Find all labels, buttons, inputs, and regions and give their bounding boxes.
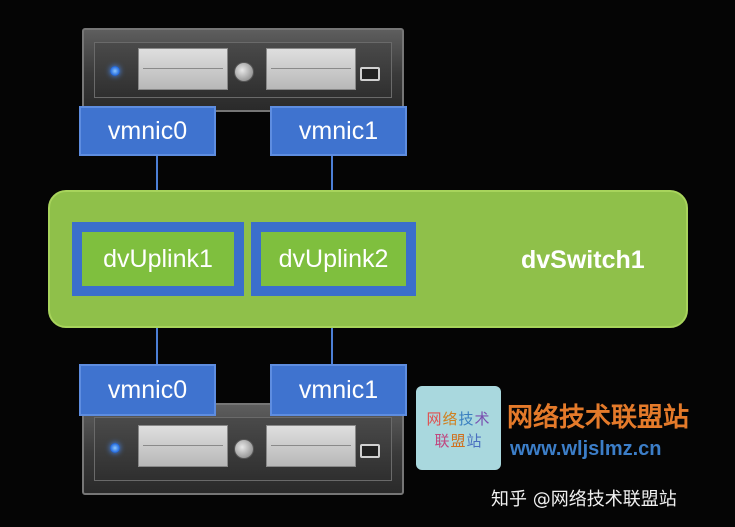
dvuplink1-label: dvUplink1 <box>82 232 234 286</box>
bottom-vmnic0: vmnic0 <box>79 364 216 416</box>
watermark-logo: 网络技术 联盟站 <box>416 386 501 470</box>
switch-name: dvSwitch1 <box>521 246 645 274</box>
dvuplink2-label: dvUplink2 <box>261 232 406 286</box>
brand-name: 网络技术联盟站 <box>507 403 690 433</box>
drive-bay <box>138 425 228 467</box>
link-line <box>156 294 158 366</box>
logo-char: 络 <box>442 410 459 428</box>
logo-char: 盟 <box>450 432 467 450</box>
dvuplink1: dvUplink1 <box>72 222 244 296</box>
logo-char: 术 <box>474 410 491 428</box>
power-led-icon <box>110 66 120 76</box>
top-vmnic1: vmnic1 <box>270 106 407 156</box>
logo-line-2: 联盟站 <box>416 430 501 451</box>
link-line <box>331 294 333 366</box>
logo-line-1: 网络技术 <box>416 408 501 429</box>
power-led-icon <box>110 443 120 453</box>
drive-bay <box>266 425 356 467</box>
dvuplink2: dvUplink2 <box>251 222 416 296</box>
bottom-server <box>82 403 404 495</box>
logo-char: 网 <box>426 410 443 428</box>
server-knob-icon <box>234 439 254 459</box>
port-icon <box>360 444 380 458</box>
bottom-vmnic1: vmnic1 <box>270 364 407 416</box>
logo-char: 联 <box>434 432 451 450</box>
logo-char: 站 <box>466 432 483 450</box>
top-vmnic0: vmnic0 <box>79 106 216 156</box>
drive-bay <box>266 48 356 90</box>
drive-bay <box>138 48 228 90</box>
logo-char: 技 <box>458 410 475 428</box>
zhihu-attribution: 知乎 @网络技术联盟站 <box>491 489 677 510</box>
port-icon <box>360 67 380 81</box>
server-knob-icon <box>234 62 254 82</box>
top-server <box>82 28 404 112</box>
brand-url: www.wljslmz.cn <box>510 438 662 460</box>
